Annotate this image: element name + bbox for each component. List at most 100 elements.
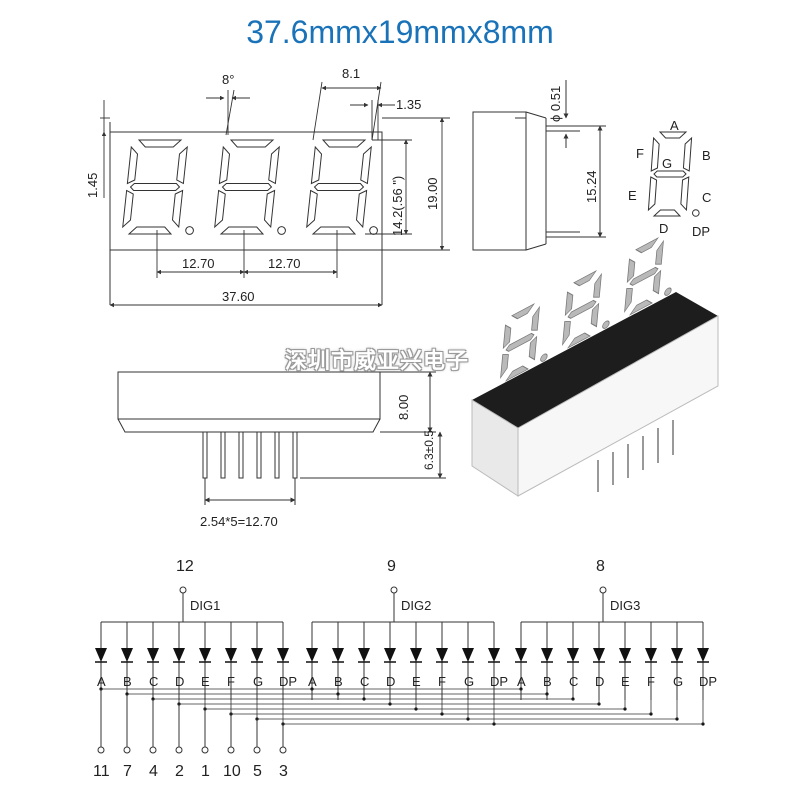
photo-digit-1-segment-e [500, 354, 509, 379]
diode-icon [436, 648, 448, 662]
watermark-text: 深圳市威亚兴电子 [285, 349, 470, 374]
segment-label-f: F [647, 674, 655, 689]
photo-digit-3-segment-e [624, 288, 633, 313]
diode-icon [306, 648, 318, 662]
legend-label-e: E [628, 188, 637, 203]
photo-digit-1-dp-dot [540, 353, 548, 362]
front-digit-2-segment-g [221, 183, 273, 191]
pin-pitch-label: 2.54*5=12.70 [200, 514, 278, 529]
front-digit-1-segment-b [176, 145, 188, 185]
legend-digit-segment-d [652, 209, 682, 217]
photo-digit-3-segment-g [629, 266, 659, 286]
photo-digit-3-segment-c [652, 269, 662, 295]
legend-label-c: C [702, 190, 711, 205]
diode-icon [147, 648, 159, 662]
legend-digit-dp-dot [692, 209, 700, 217]
photo-digit-3-segment-f [626, 258, 636, 284]
diode-icon [619, 648, 631, 662]
front-digit-2-segment-c [263, 189, 276, 229]
segment-label-d: D [386, 674, 395, 689]
bottom-pin-1 [202, 431, 208, 479]
diode-icon [462, 648, 474, 662]
segment-label-b: B [123, 674, 132, 689]
segment-pin-terminal-dp [279, 746, 287, 754]
diode-icon [697, 648, 709, 662]
digit-pin-number-3: 8 [596, 558, 605, 575]
segment-label-a: A [308, 674, 317, 689]
digit-pin-terminal-2 [390, 586, 398, 594]
segment-label-dp: DP [279, 674, 297, 689]
dimension-title: 37.6mmx19mmx8mm [246, 14, 554, 50]
segment-label-g: G [253, 674, 263, 689]
height-label: 19.00 [425, 177, 440, 210]
legend-label-a: A [670, 118, 679, 133]
diode-icon [225, 648, 237, 662]
bottom-pin-5 [274, 431, 280, 479]
diode-icon [593, 648, 605, 662]
diode-icon [645, 648, 657, 662]
segment-pin-number-dp: 3 [279, 763, 288, 780]
segment-pin-number-e: 1 [201, 763, 210, 780]
segment-label-e: E [621, 674, 630, 689]
digit-pin-terminal-3 [599, 586, 607, 594]
legend-label-b: B [702, 148, 711, 163]
bottom-pin-6 [292, 431, 298, 479]
segment-label-b: B [334, 674, 343, 689]
diode-icon [541, 648, 553, 662]
legend-digit-segment-a [658, 131, 688, 139]
body-thickness-label: 8.00 [396, 395, 411, 420]
diode-icon [515, 648, 527, 662]
photo-digit-1-segment-d [504, 365, 529, 382]
angle-label: 8° [222, 72, 234, 87]
segment-pin-number-f: 10 [223, 763, 241, 780]
segment-label-g: G [673, 674, 683, 689]
digit-pin-number-2: 9 [387, 558, 396, 575]
pin-diameter-label: ϕ 0.51 [548, 86, 563, 122]
bottom-pin-4 [256, 431, 262, 479]
segment-pin-number-g: 5 [253, 763, 262, 780]
diode-icon [488, 648, 500, 662]
legend-digit-segment-e [647, 176, 658, 212]
front-digit-3-segment-d [311, 226, 357, 235]
front-digit-1-segment-g [129, 183, 181, 191]
photo-digit-2-segment-e [562, 321, 571, 346]
legend-label-f: F [636, 146, 644, 161]
segment-label-a: A [97, 674, 106, 689]
display-body-outline [109, 131, 383, 251]
segment-pin-number-a: 11 [93, 763, 110, 780]
bottom-pin-2 [220, 431, 226, 479]
diode-icon [251, 648, 263, 662]
photo-digit-2-segment-b [593, 272, 602, 298]
front-digit-3-dp-dot [369, 226, 378, 235]
legend-digit-segment-b [682, 136, 693, 172]
photo-digit-3 [624, 236, 672, 316]
segment-label-a: A [517, 674, 526, 689]
segment-label-c: C [149, 674, 158, 689]
photo-digit-1-segment-g [505, 332, 535, 352]
segment-label-dp: DP [490, 674, 508, 689]
diode-icon [121, 648, 133, 662]
segment-pin-terminal-a [97, 746, 105, 754]
photo-digit-1-segment-c [528, 335, 538, 361]
photo-digit-3-segment-d [628, 299, 653, 316]
segment-pin-terminal-b [123, 746, 131, 754]
digit-label-2: DIG2 [401, 598, 431, 613]
diode-icon [95, 648, 107, 662]
diode-icon [384, 648, 396, 662]
photo-digit-1-segment-b [531, 305, 540, 331]
diode-icon [358, 648, 370, 662]
segment-label-f: F [227, 674, 235, 689]
front-digit-3-segment-b [360, 145, 372, 185]
diode-icon [332, 648, 344, 662]
segment-label-f: F [438, 674, 446, 689]
digit-label-1: DIG1 [190, 598, 220, 613]
photo-digit-2-segment-f [564, 291, 574, 317]
product-photo [471, 236, 719, 497]
segment-label-c: C [569, 674, 578, 689]
segment-label-dp: DP [699, 674, 717, 689]
pitch-label-2: 12.70 [268, 256, 301, 271]
segment-width-label: 8.1 [342, 66, 360, 81]
row-spacing-label: 15.24 [584, 170, 599, 203]
front-digit-3-segment-g [313, 183, 365, 191]
